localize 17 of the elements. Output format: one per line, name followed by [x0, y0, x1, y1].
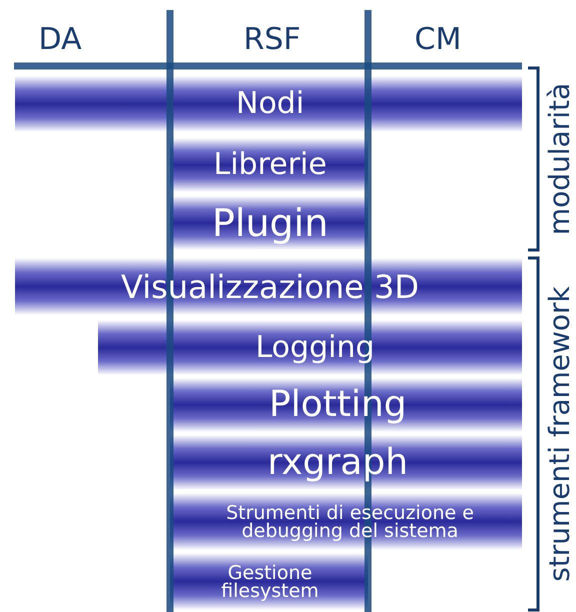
bar-label: Librerie: [214, 150, 327, 180]
bar-label: Nodi: [236, 89, 304, 119]
bar-label: Logging: [256, 332, 375, 362]
bracket-label: modularità: [546, 82, 574, 236]
bar-label: Visualizzazione 3D: [121, 270, 420, 302]
bar-label: rxgraph: [268, 444, 408, 480]
column-header: DA: [38, 25, 82, 55]
column-header: CM: [414, 25, 462, 55]
bar-label: Plugin: [212, 204, 328, 242]
band-bar: [15, 76, 522, 132]
band-bar: [15, 258, 522, 315]
bar-label: Plotting: [269, 387, 407, 423]
bracket-label: strumenti framework: [546, 286, 574, 582]
bar-label: Strumenti di esecuzione e debugging del sistema: [225, 504, 475, 540]
band-bar: [98, 320, 522, 375]
bar-label: Gestione filesystem: [220, 564, 320, 600]
column-header: RSF: [244, 25, 301, 55]
